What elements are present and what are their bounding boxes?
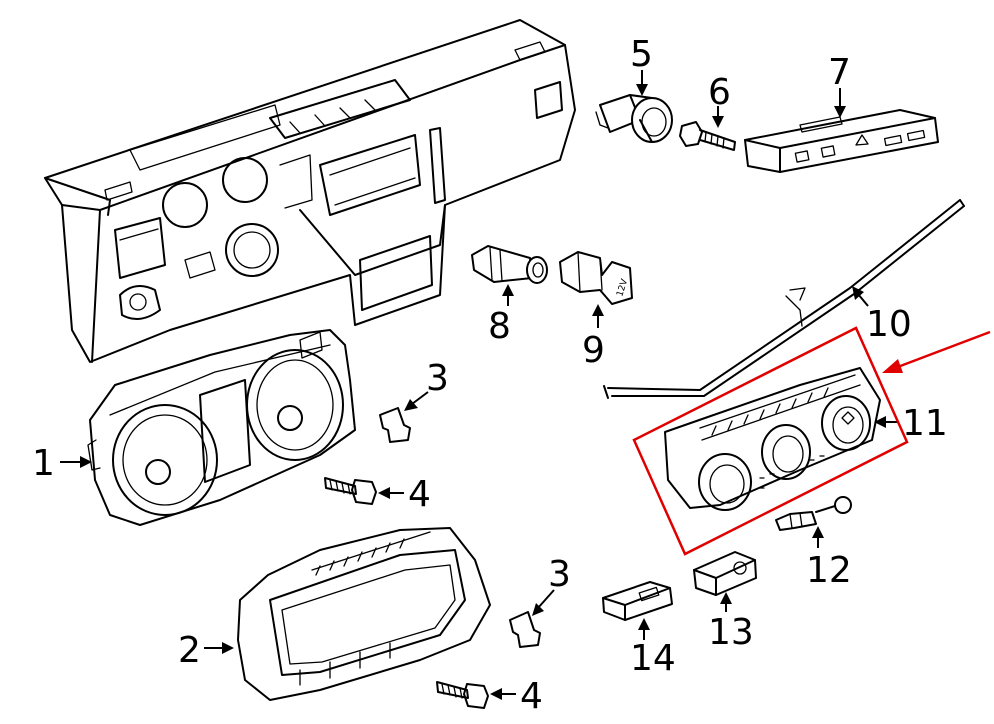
callout-4b-label: 4 xyxy=(520,676,543,717)
callout-14: 14 xyxy=(630,618,676,679)
callout-12: 9 xyxy=(582,304,605,371)
callout-8: 11 xyxy=(874,403,948,444)
callout-1: 1 xyxy=(32,443,92,484)
part-3-clip-lower xyxy=(509,611,541,648)
callout-11-label: 8 xyxy=(488,306,511,347)
callout-6: 7 xyxy=(828,52,851,118)
callout-7-label: 6 xyxy=(708,72,731,113)
part-4-bolt-lower xyxy=(436,681,489,709)
callout-3-upper: 3 xyxy=(404,358,449,411)
part-11-connector xyxy=(471,245,548,284)
callout-2-label: 2 xyxy=(178,630,201,671)
callout-6-label: 7 xyxy=(828,52,851,93)
highlight-frame xyxy=(632,326,991,556)
callout-7: 6 xyxy=(708,72,731,128)
callout-10: 10 xyxy=(852,286,912,345)
part-5-rotary-switch xyxy=(595,94,673,143)
callout-13: 13 xyxy=(708,592,754,653)
part-4-bolt-upper xyxy=(324,477,377,505)
callout-10-label: 10 xyxy=(866,304,912,345)
callout-3a-label: 3 xyxy=(426,358,449,399)
callout-14-label: 14 xyxy=(630,638,676,679)
callout-9-label: 12 xyxy=(806,550,852,591)
callout-3-lower: 3 xyxy=(532,554,571,616)
callout-4-upper: 4 xyxy=(378,474,431,515)
part-2-display-unit xyxy=(237,527,491,701)
part-7-screw xyxy=(679,121,736,151)
part-14-switch xyxy=(602,581,673,621)
part-6-switch-panel xyxy=(744,109,939,173)
part-13-switch-module xyxy=(693,551,757,596)
callout-5: 5 xyxy=(630,34,653,96)
callout-1-label: 1 xyxy=(32,443,55,484)
callout-13-label: 13 xyxy=(708,612,754,653)
callout-3b-label: 3 xyxy=(548,554,571,595)
socket-12v-label: 12V xyxy=(615,277,630,298)
callout-8-label: 11 xyxy=(902,403,948,444)
part-8-climate-control-panel xyxy=(664,367,881,511)
part-3-clip-upper xyxy=(379,407,411,443)
callout-4a-label: 4 xyxy=(408,474,431,515)
dashboard-panel xyxy=(44,19,576,363)
part-12-power-socket: 12V xyxy=(559,251,633,305)
callout-5-label: 5 xyxy=(630,34,653,75)
callout-9: 12 xyxy=(806,526,852,591)
callout-4-lower: 4 xyxy=(490,676,543,717)
part-9-bulb xyxy=(775,496,852,531)
callout-12-label: 9 xyxy=(582,330,605,371)
callout-2: 2 xyxy=(178,630,234,671)
part-1-instrument-cluster xyxy=(87,329,356,526)
callout-11: 8 xyxy=(488,284,514,347)
part-10-cable xyxy=(603,199,965,399)
